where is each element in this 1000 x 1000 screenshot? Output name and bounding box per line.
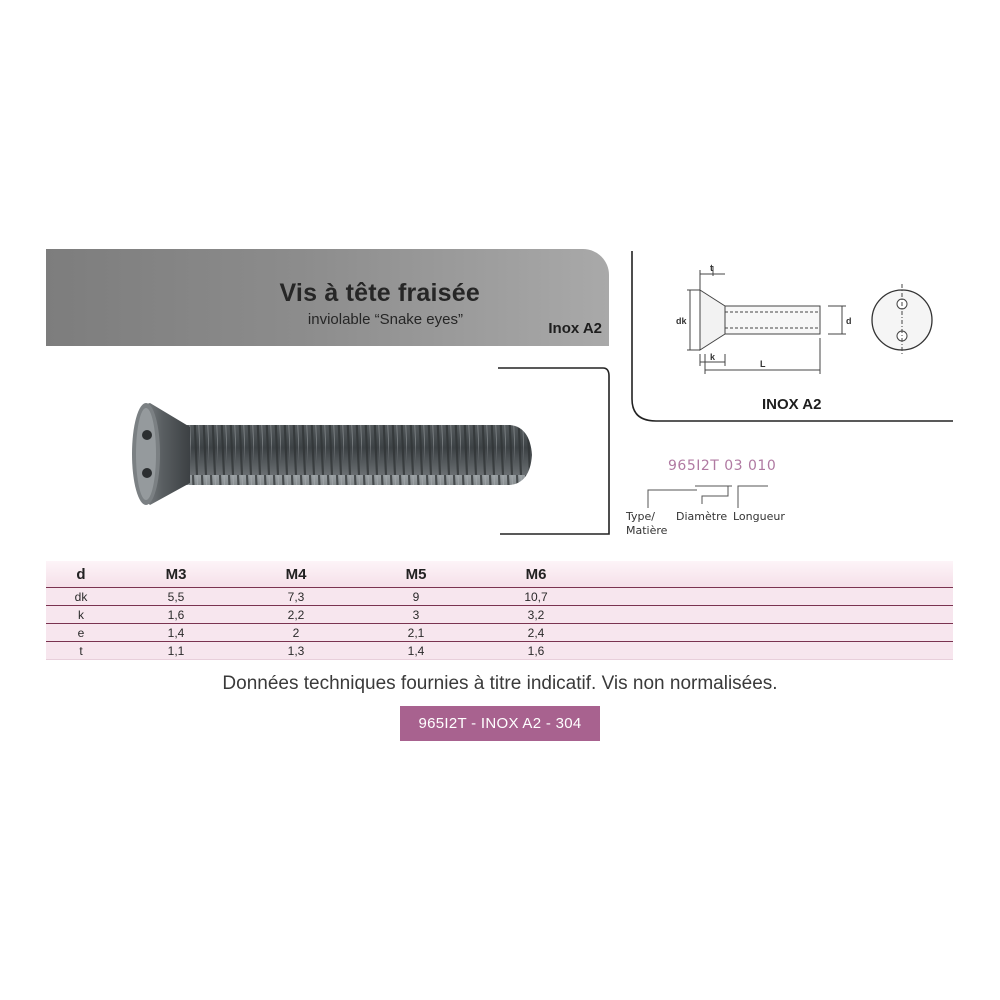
- diagram-label-d: d: [846, 316, 852, 326]
- table-cell: 2,1: [356, 623, 476, 642]
- table-header-cell: M6: [476, 561, 596, 588]
- material-label: Inox A2: [548, 320, 602, 337]
- product-reference-badge: 965I2T - INOX A2 - 304: [400, 706, 600, 741]
- table-filler: [596, 623, 953, 642]
- table-filler: [596, 561, 953, 588]
- table-cell: 7,3: [236, 587, 356, 606]
- table-header-cell: M5: [356, 561, 476, 588]
- legend-type-material: Type/ Matière: [626, 510, 667, 538]
- table-cell: e: [46, 623, 116, 642]
- table-cell: 3,2: [476, 605, 596, 624]
- legend-diameter: Diamètre: [676, 510, 728, 523]
- table-filler: [596, 605, 953, 624]
- table-cell: k: [46, 605, 116, 624]
- table-cell: 5,5: [116, 587, 236, 606]
- diagram-label-L: L: [760, 359, 766, 369]
- table-cell: 1,4: [116, 623, 236, 642]
- table-cell: 10,7: [476, 587, 596, 606]
- table-cell: 1,4: [356, 641, 476, 660]
- table-cell: 3: [356, 605, 476, 624]
- diagram-label-t: t: [710, 263, 713, 273]
- legend-length: Longueur: [733, 510, 785, 523]
- table-header-cell: M3: [116, 561, 236, 588]
- table-header-cell: d: [46, 561, 116, 588]
- reference-code: 965I2T 03 010: [668, 458, 777, 474]
- screw-photo: [132, 403, 532, 505]
- photo-frame: [498, 367, 610, 535]
- legend-material-label: Matière: [626, 524, 668, 537]
- legend-type-label: Type/: [626, 510, 655, 523]
- product-title: Vis à tête fraisée: [279, 279, 480, 307]
- header-banner: Vis à tête fraisée inviolable “Snake eye…: [46, 249, 609, 346]
- dimensions-table: d M3 M4 M5 M6 dk 5,5 7,3 9 10,7 k 1,6 2,…: [46, 561, 953, 660]
- table-cell: 1,1: [116, 641, 236, 660]
- table-cell: 9: [356, 587, 476, 606]
- table-cell: t: [46, 641, 116, 660]
- diagram-label-k: k: [710, 352, 716, 362]
- table-cell: 1,6: [116, 605, 236, 624]
- diagram-frame: [631, 251, 953, 422]
- table-filler: [596, 641, 953, 660]
- technical-drawing: t dk k d L: [676, 263, 933, 374]
- table-cell: 1,6: [476, 641, 596, 660]
- technical-note: Données techniques fournies à titre indi…: [222, 673, 778, 694]
- table-filler: [596, 587, 953, 606]
- table-row: k 1,6 2,2 3 3,2: [46, 605, 953, 624]
- product-subtitle: inviolable “Snake eyes”: [307, 311, 463, 328]
- diagram-label-dk: dk: [676, 316, 687, 326]
- diagram-caption: INOX A2: [762, 396, 822, 413]
- table-cell: 2: [236, 623, 356, 642]
- table-header-cell: M4: [236, 561, 356, 588]
- table-row: e 1,4 2 2,1 2,4: [46, 623, 953, 642]
- table-cell: dk: [46, 587, 116, 606]
- reference-legend-lines: [647, 485, 768, 508]
- table-row: dk 5,5 7,3 9 10,7: [46, 587, 953, 606]
- table-cell: 2,2: [236, 605, 356, 624]
- table-header-row: d M3 M4 M5 M6: [46, 561, 953, 588]
- table-row: t 1,1 1,3 1,4 1,6: [46, 641, 953, 660]
- table-cell: 1,3: [236, 641, 356, 660]
- table-cell: 2,4: [476, 623, 596, 642]
